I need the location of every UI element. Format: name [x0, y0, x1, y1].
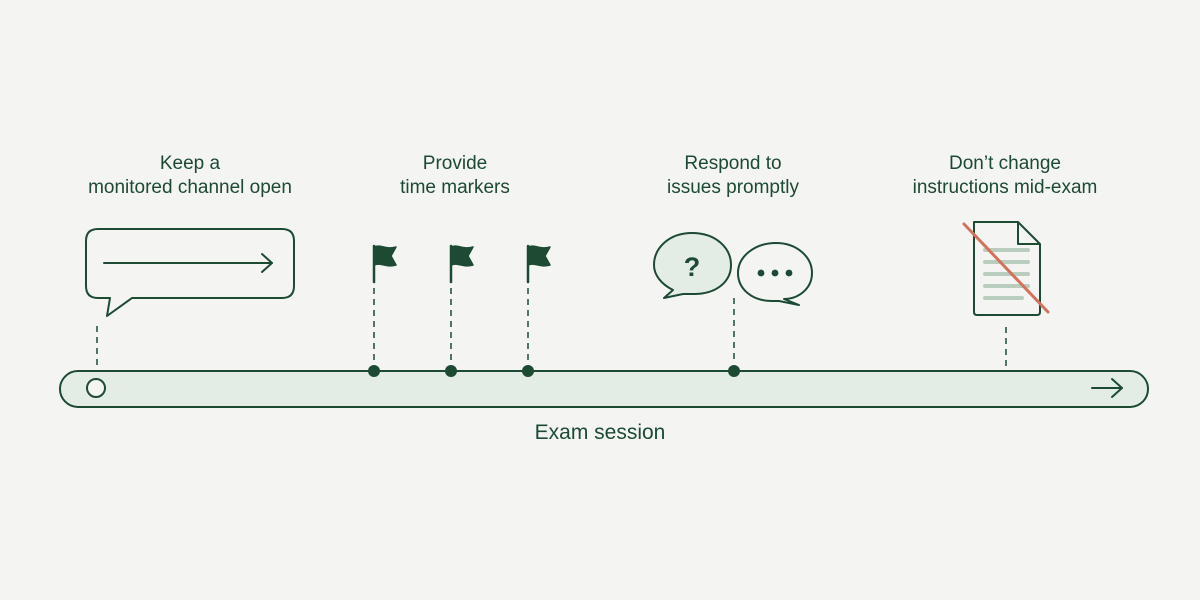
step-label-time-markers: Provide time markers	[335, 152, 575, 200]
step-label-line: Don’t change	[949, 153, 1061, 174]
strike-through-line	[962, 222, 1050, 314]
arrow-right-icon	[1091, 378, 1123, 398]
timeline-caption: Exam session	[534, 421, 666, 444]
step-label-dont-change-instructions: Don’t change instructions mid-exam	[875, 152, 1135, 200]
step-label-line: Respond to	[684, 153, 782, 174]
question-mark: ?	[684, 252, 701, 282]
flag-cloth	[527, 245, 551, 267]
start-circle-icon	[86, 378, 106, 398]
chat-bubble-arrow-icon	[85, 228, 295, 317]
timeline-dot	[522, 365, 534, 377]
step-label-line: Provide	[422, 153, 488, 174]
flag-cloth	[373, 245, 397, 267]
question-and-ellipsis-bubbles-icon: ?	[653, 232, 813, 306]
step-label-respond-issues: Respond to issues promptly	[613, 152, 853, 200]
step-label-monitored-channel: Keep a monitored channel open	[70, 152, 310, 200]
timeline-dot	[368, 365, 380, 377]
timeline-dot	[445, 365, 457, 377]
step-label-line: instructions mid-exam	[912, 177, 1098, 198]
flag-icon	[449, 244, 474, 284]
crossed-out-document-icon	[962, 221, 1050, 316]
step-label-line: time markers	[400, 177, 510, 198]
flag-cloth	[450, 245, 474, 267]
flag-icon	[526, 244, 551, 284]
timeline-dot	[728, 365, 740, 377]
timeline-bar	[59, 370, 1149, 408]
step-label-line: monitored channel open	[88, 177, 292, 198]
flag-icon	[372, 244, 397, 284]
step-label-line: issues promptly	[667, 177, 799, 198]
step-label-line: Keep a	[159, 153, 221, 174]
flag-group	[368, 244, 551, 377]
